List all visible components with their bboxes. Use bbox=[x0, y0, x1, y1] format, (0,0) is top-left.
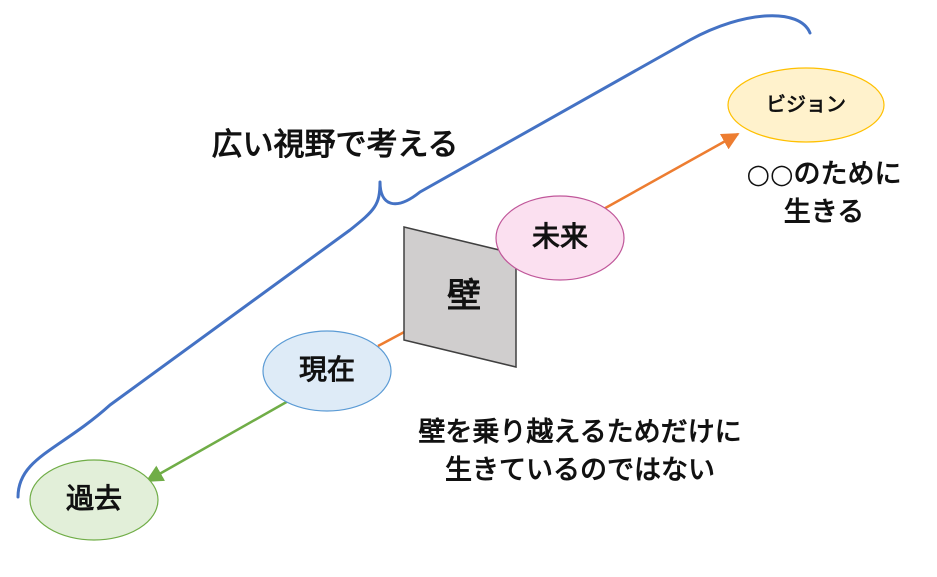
wall-caption-line1: 壁を乗り越えるためだけに bbox=[418, 417, 742, 448]
node-past-label: 過去 bbox=[65, 482, 122, 515]
curly-brace bbox=[16, 14, 812, 499]
node-future bbox=[495, 195, 625, 281]
node-future-label: 未来 bbox=[531, 220, 588, 253]
node-present-label: 現在 bbox=[298, 353, 355, 386]
node-vision bbox=[727, 67, 885, 143]
node-vision-label: ビジョン bbox=[766, 92, 846, 116]
brace-label: 広い視野で考える bbox=[211, 127, 459, 163]
wall-shape bbox=[403, 226, 517, 368]
wall-caption-line2: 生きているのではない bbox=[445, 455, 715, 486]
arrow-future-to-vision bbox=[599, 132, 740, 213]
vision-caption-line1: ○○のために bbox=[746, 159, 902, 190]
arrow-present-to-future bbox=[377, 328, 409, 348]
node-past bbox=[29, 459, 159, 541]
wall-label: 壁 bbox=[447, 276, 481, 316]
arrow-present-to-past bbox=[145, 398, 291, 483]
vision-caption-line2: 生きる bbox=[783, 197, 865, 228]
node-present bbox=[262, 330, 392, 412]
